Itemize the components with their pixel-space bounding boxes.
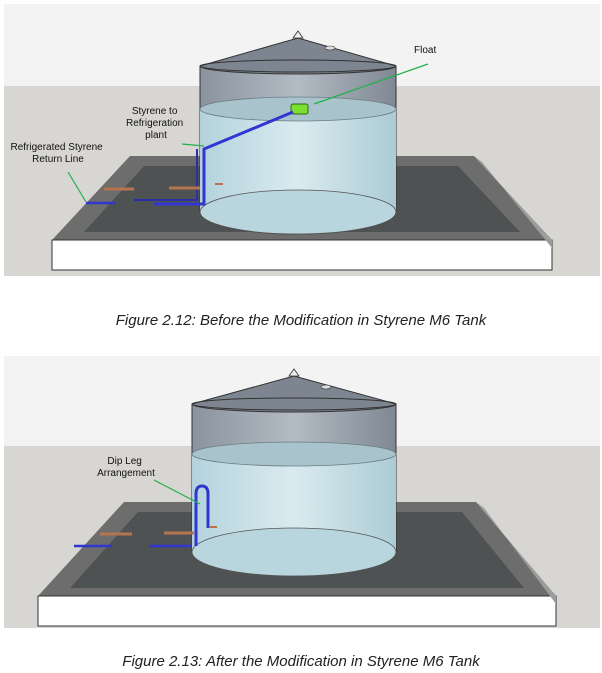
roof-vent-icon <box>288 368 300 377</box>
figure-after-modification: Dip Leg Arrangement <box>4 356 600 628</box>
float-pipe <box>154 110 294 206</box>
tank-rim <box>191 397 397 411</box>
tank-bottom <box>191 527 397 577</box>
tank-roof <box>191 375 397 413</box>
leader-return <box>67 171 87 203</box>
figure-before-modification: Float Styrene to Refrigeration plant Ref… <box>4 4 600 276</box>
liquid-surface <box>191 441 397 467</box>
leader-styrene <box>181 143 205 147</box>
tank-roof <box>199 37 397 75</box>
label-return-line: Refrigerated Styrene Return Line <box>10 142 105 165</box>
roof-hatch-icon <box>320 384 332 390</box>
dike-front-face <box>37 595 557 627</box>
float <box>290 103 309 115</box>
roof-vent-icon <box>292 30 304 39</box>
leader-dip-leg <box>153 479 201 505</box>
leader-float <box>313 63 429 105</box>
figure-caption-after: Figure 2.13: After the Modification in S… <box>122 653 480 670</box>
dike-front-face <box>51 239 553 271</box>
tank-rim <box>199 59 397 73</box>
tank-scene-before: Float Styrene to Refrigeration plant Ref… <box>4 4 600 276</box>
tank-bottom <box>199 189 397 235</box>
tank-scene-after: Dip Leg Arrangement <box>4 356 600 628</box>
label-float: Float <box>414 45 436 56</box>
label-dip-leg: Dip Leg Arrangement <box>97 456 155 479</box>
label-styrene-to-refrigeration: Styrene to Refrigeration plant <box>126 106 186 141</box>
return-line-pipe <box>134 149 198 201</box>
roof-hatch-icon <box>324 45 336 51</box>
dip-leg-pipe <box>194 484 210 546</box>
figure-caption-before: Figure 2.12: Before the Modification in … <box>115 312 487 329</box>
